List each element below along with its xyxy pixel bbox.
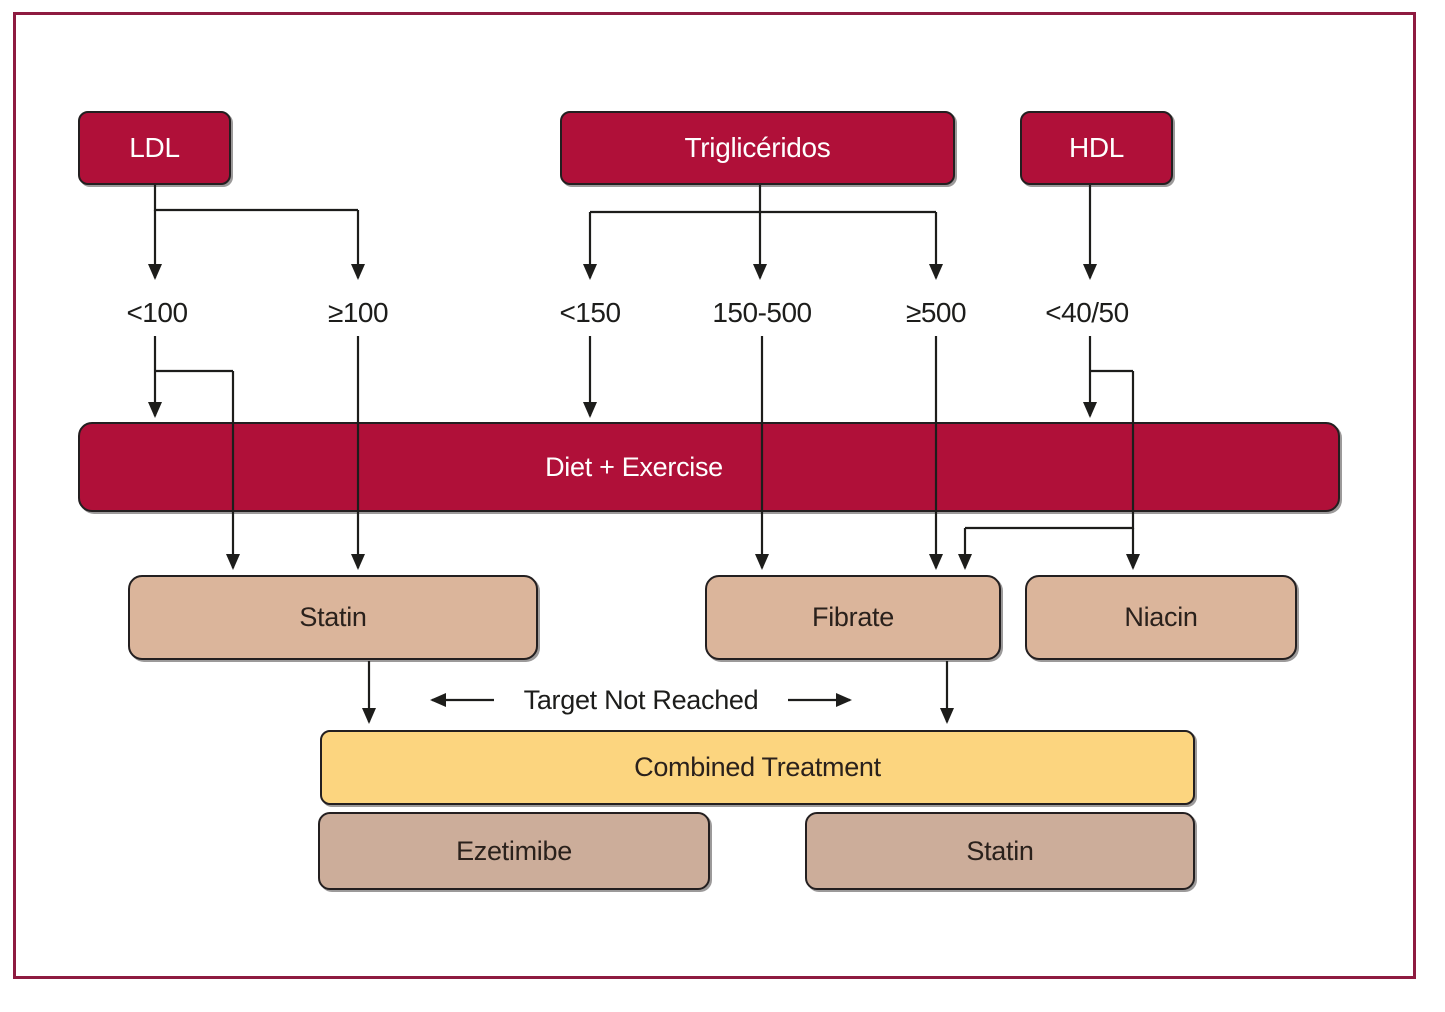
node-combined-treatment: Combined Treatment — [320, 730, 1195, 805]
node-niacin: Niacin — [1025, 575, 1297, 660]
node-diet-exercise-label: Diet + Exercise — [545, 451, 723, 482]
threshold-ldl-ge100: ≥100 — [327, 297, 389, 328]
node-fibrate: Fibrate — [705, 575, 1001, 660]
node-combined-treatment-label: Combined Treatment — [634, 752, 881, 782]
threshold-tg-150-500: 150-500 — [712, 297, 812, 328]
node-hdl: HDL — [1020, 111, 1173, 185]
threshold-hdl-lt40-50: <40/50 — [1045, 297, 1129, 328]
figure-border — [13, 12, 1416, 979]
node-trigliceridos: Triglicéridos — [560, 111, 955, 185]
threshold-ldl-lt100: <100 — [126, 297, 188, 328]
target-not-reached-label: Target Not Reached — [523, 684, 759, 715]
node-niacin-label: Niacin — [1124, 602, 1198, 632]
node-hdl-label: HDL — [1068, 132, 1125, 163]
node-statin-2-label: Statin — [966, 835, 1034, 866]
node-ezetimibe-label: Ezetimibe — [456, 835, 572, 866]
node-ldl-label: LDL — [129, 132, 180, 163]
node-statin-label: Statin — [299, 602, 367, 632]
node-diet-exercise: Diet + Exercise — [78, 422, 1340, 512]
threshold-tg-lt150: <150 — [559, 297, 621, 328]
node-trigliceridos-label: Triglicéridos — [684, 132, 831, 163]
node-statin: Statin — [128, 575, 538, 660]
threshold-tg-ge500: ≥500 — [905, 297, 967, 328]
node-ldl: LDL — [78, 111, 231, 185]
node-statin-2: Statin — [805, 812, 1195, 890]
node-ezetimibe: Ezetimibe — [318, 812, 710, 890]
node-fibrate-label: Fibrate — [812, 602, 894, 632]
